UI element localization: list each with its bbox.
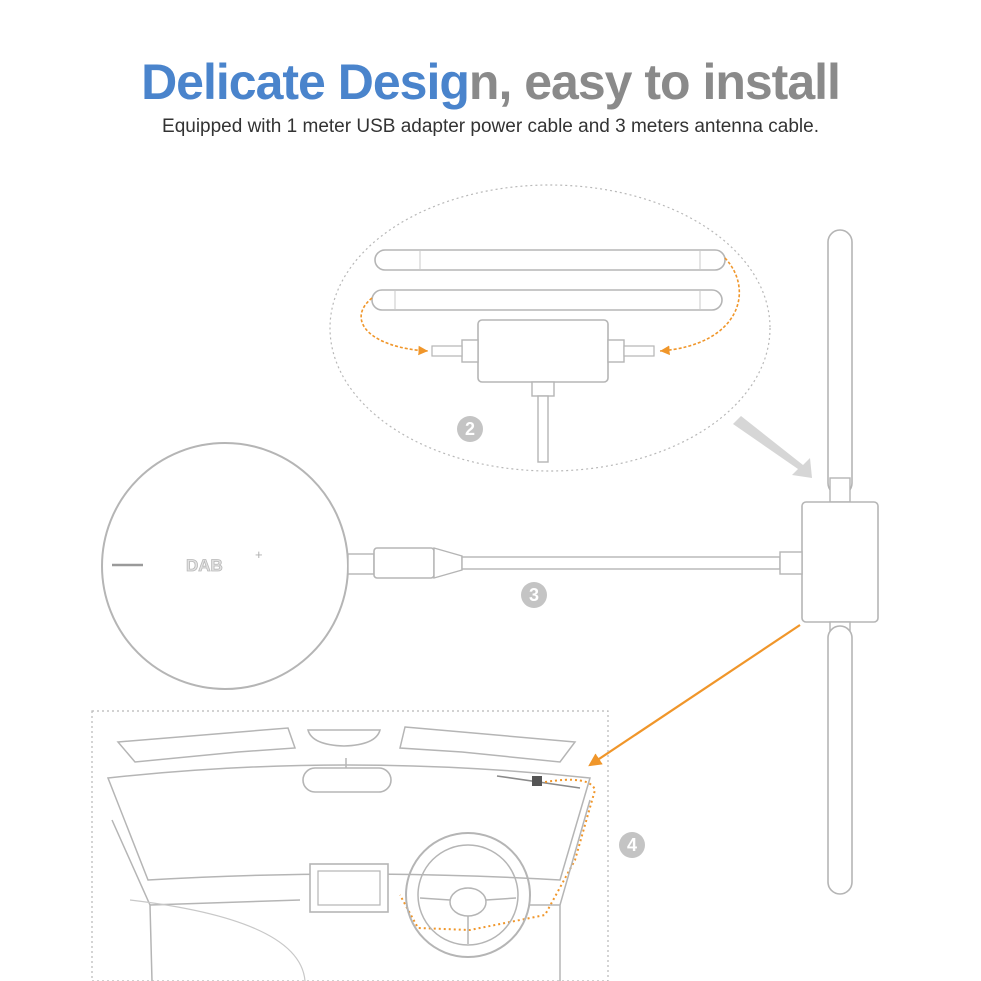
antenna-lower-rod xyxy=(827,625,853,895)
detail-ellipse xyxy=(329,184,771,472)
cable-plug xyxy=(373,547,435,579)
steering-wheel xyxy=(405,832,531,958)
orange-install-arrow xyxy=(588,624,801,767)
receiver-assembly: DAB + 3 xyxy=(101,442,803,690)
cable-route xyxy=(399,778,597,932)
dab-logo: DAB xyxy=(186,556,223,575)
antenna-rod-upper xyxy=(374,249,726,271)
connector-box-detail xyxy=(477,319,609,383)
step-3-number: 3 xyxy=(529,585,539,605)
sun-visor-left xyxy=(116,727,297,763)
car-interior-frame xyxy=(91,710,609,981)
orange-arrow-right xyxy=(659,257,741,356)
dome-light xyxy=(307,729,381,747)
headline-gray-part: n, easy to install xyxy=(468,54,841,110)
sun-visor-right xyxy=(399,726,577,763)
antenna-rod-lower xyxy=(371,289,723,311)
car-interior: 4 xyxy=(91,710,645,981)
headline: Delicate Design, easy to install xyxy=(0,52,981,112)
step-4-number: 4 xyxy=(627,835,637,855)
step-4-badge xyxy=(619,832,645,858)
rearview-mirror xyxy=(302,767,392,793)
dashboard xyxy=(111,799,591,981)
orange-arrow-left xyxy=(360,297,429,356)
antenna-hub xyxy=(801,501,879,623)
antenna-upper-rod xyxy=(827,229,853,496)
headline-blue-part: Delicate Desig xyxy=(141,54,470,110)
gray-pointer-arrow xyxy=(733,416,812,478)
windshield xyxy=(106,764,591,881)
antenna-cable xyxy=(461,556,781,570)
step-3-badge xyxy=(521,582,547,608)
dab-logo-plus: + xyxy=(255,547,263,562)
subtitle: Equipped with 1 meter USB adapter power … xyxy=(162,116,819,137)
dipole-antenna xyxy=(801,229,879,895)
detail-callout: 2 xyxy=(329,184,771,472)
step-2-number: 2 xyxy=(465,419,475,439)
step-2-badge xyxy=(457,416,483,442)
